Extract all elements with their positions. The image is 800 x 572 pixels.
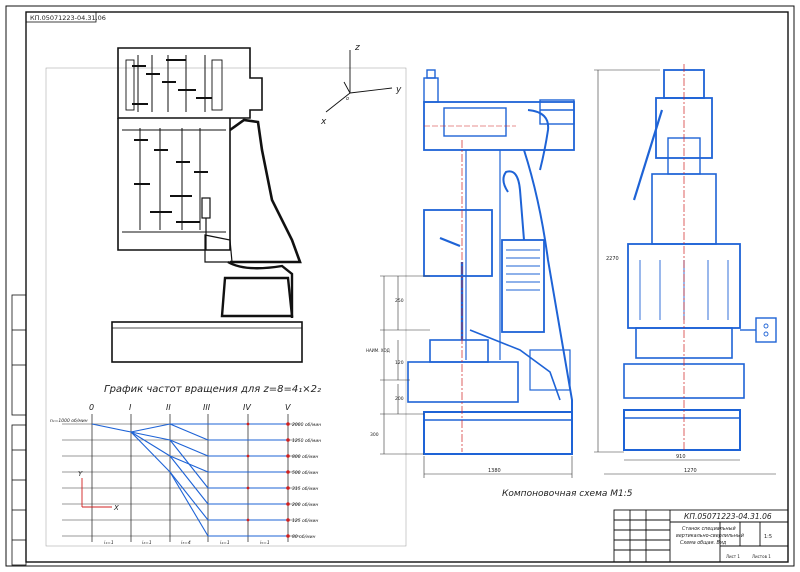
gear-label: i₃=4: [181, 540, 191, 546]
axis-o-label: o: [346, 96, 349, 102]
inner-frame: [25, 11, 789, 563]
shaft-label-1: I: [129, 403, 132, 412]
title-block: [613, 509, 789, 563]
layout-caption: Компоновочная схема М1:5: [502, 489, 633, 499]
speed-label: 315 об/мин: [292, 486, 318, 492]
left-margin-boxes: [11, 294, 27, 566]
freq-graph-title: График частот вращения для z=8=4₁×2₂: [104, 384, 321, 395]
shaft-label-4: IV: [243, 403, 251, 412]
speed-labels: 2000 об/мин 1250 об/мин 800 об/мин 500 о…: [292, 422, 321, 540]
gear-label: i₁=1: [104, 540, 114, 546]
shaft-label-2: II: [166, 403, 171, 412]
speed-label: 800 об/мин: [292, 454, 318, 460]
title-name-line1: Станок специальный: [682, 526, 736, 532]
dim-height: 2270: [606, 256, 619, 262]
speed-label: 1250 об/мин: [292, 438, 321, 444]
shaft-label-0: 0: [89, 403, 94, 412]
left-field-border: [45, 67, 407, 547]
kinematic-scheme: [111, 47, 303, 363]
dim-width: 1380: [488, 468, 501, 474]
graph-axis-y-label: Y: [78, 470, 83, 478]
dim-stroke: НАИМ. ХОД: [366, 348, 390, 353]
side-dimensions: [594, 69, 776, 475]
front-dimensions: [380, 275, 573, 478]
axes-3d: [325, 50, 393, 113]
dim-d1: 250: [395, 298, 404, 304]
dim-d3: 120: [395, 360, 404, 366]
gear-label: i₄=1: [220, 540, 230, 546]
title-name-line2: вертикально-сверлильный: [676, 533, 744, 539]
graph-axis-x-label: X: [113, 504, 119, 512]
front-view: [407, 69, 575, 455]
axis-y-label: y: [395, 85, 402, 95]
axis-z-label: z: [354, 43, 360, 53]
gear-label: i₅=1: [260, 540, 270, 546]
speed-label: 2000 об/мин: [292, 422, 321, 428]
shaft-label-3: III: [203, 403, 211, 412]
speed-label: 200 об/мин: [292, 502, 318, 508]
side-view: [623, 69, 777, 451]
dim-side-inner: 910: [676, 454, 686, 460]
title-doc-number: КП.05071223-04.31.06: [684, 512, 772, 521]
title-sheets: Листов 1: [752, 554, 771, 559]
title-name-line3: Схема общая. Вид: [680, 540, 727, 546]
gear-label: i₂=1: [142, 540, 152, 546]
top-label: КП.05071223-04.31.06: [30, 14, 106, 22]
title-scale: 1:5: [764, 534, 772, 540]
dim-d4: 200: [395, 396, 404, 402]
axis-x-label: x: [320, 117, 327, 127]
freq-graph: [62, 414, 300, 542]
speed-label: 125 об/мин: [292, 518, 318, 524]
dim-d5: 300: [370, 432, 379, 438]
speed-label: 80 об/мин: [292, 534, 316, 540]
shaft-label-5: V: [285, 403, 291, 412]
title-sheet: Лист 1: [726, 554, 740, 559]
dim-side-width: 1270: [684, 468, 697, 474]
speed-label: 500 об/мин: [292, 470, 318, 476]
top-label-box: [25, 11, 97, 23]
input-speed-label: n₁=1000 об/мин: [50, 418, 88, 424]
outer-frame: [5, 5, 795, 567]
